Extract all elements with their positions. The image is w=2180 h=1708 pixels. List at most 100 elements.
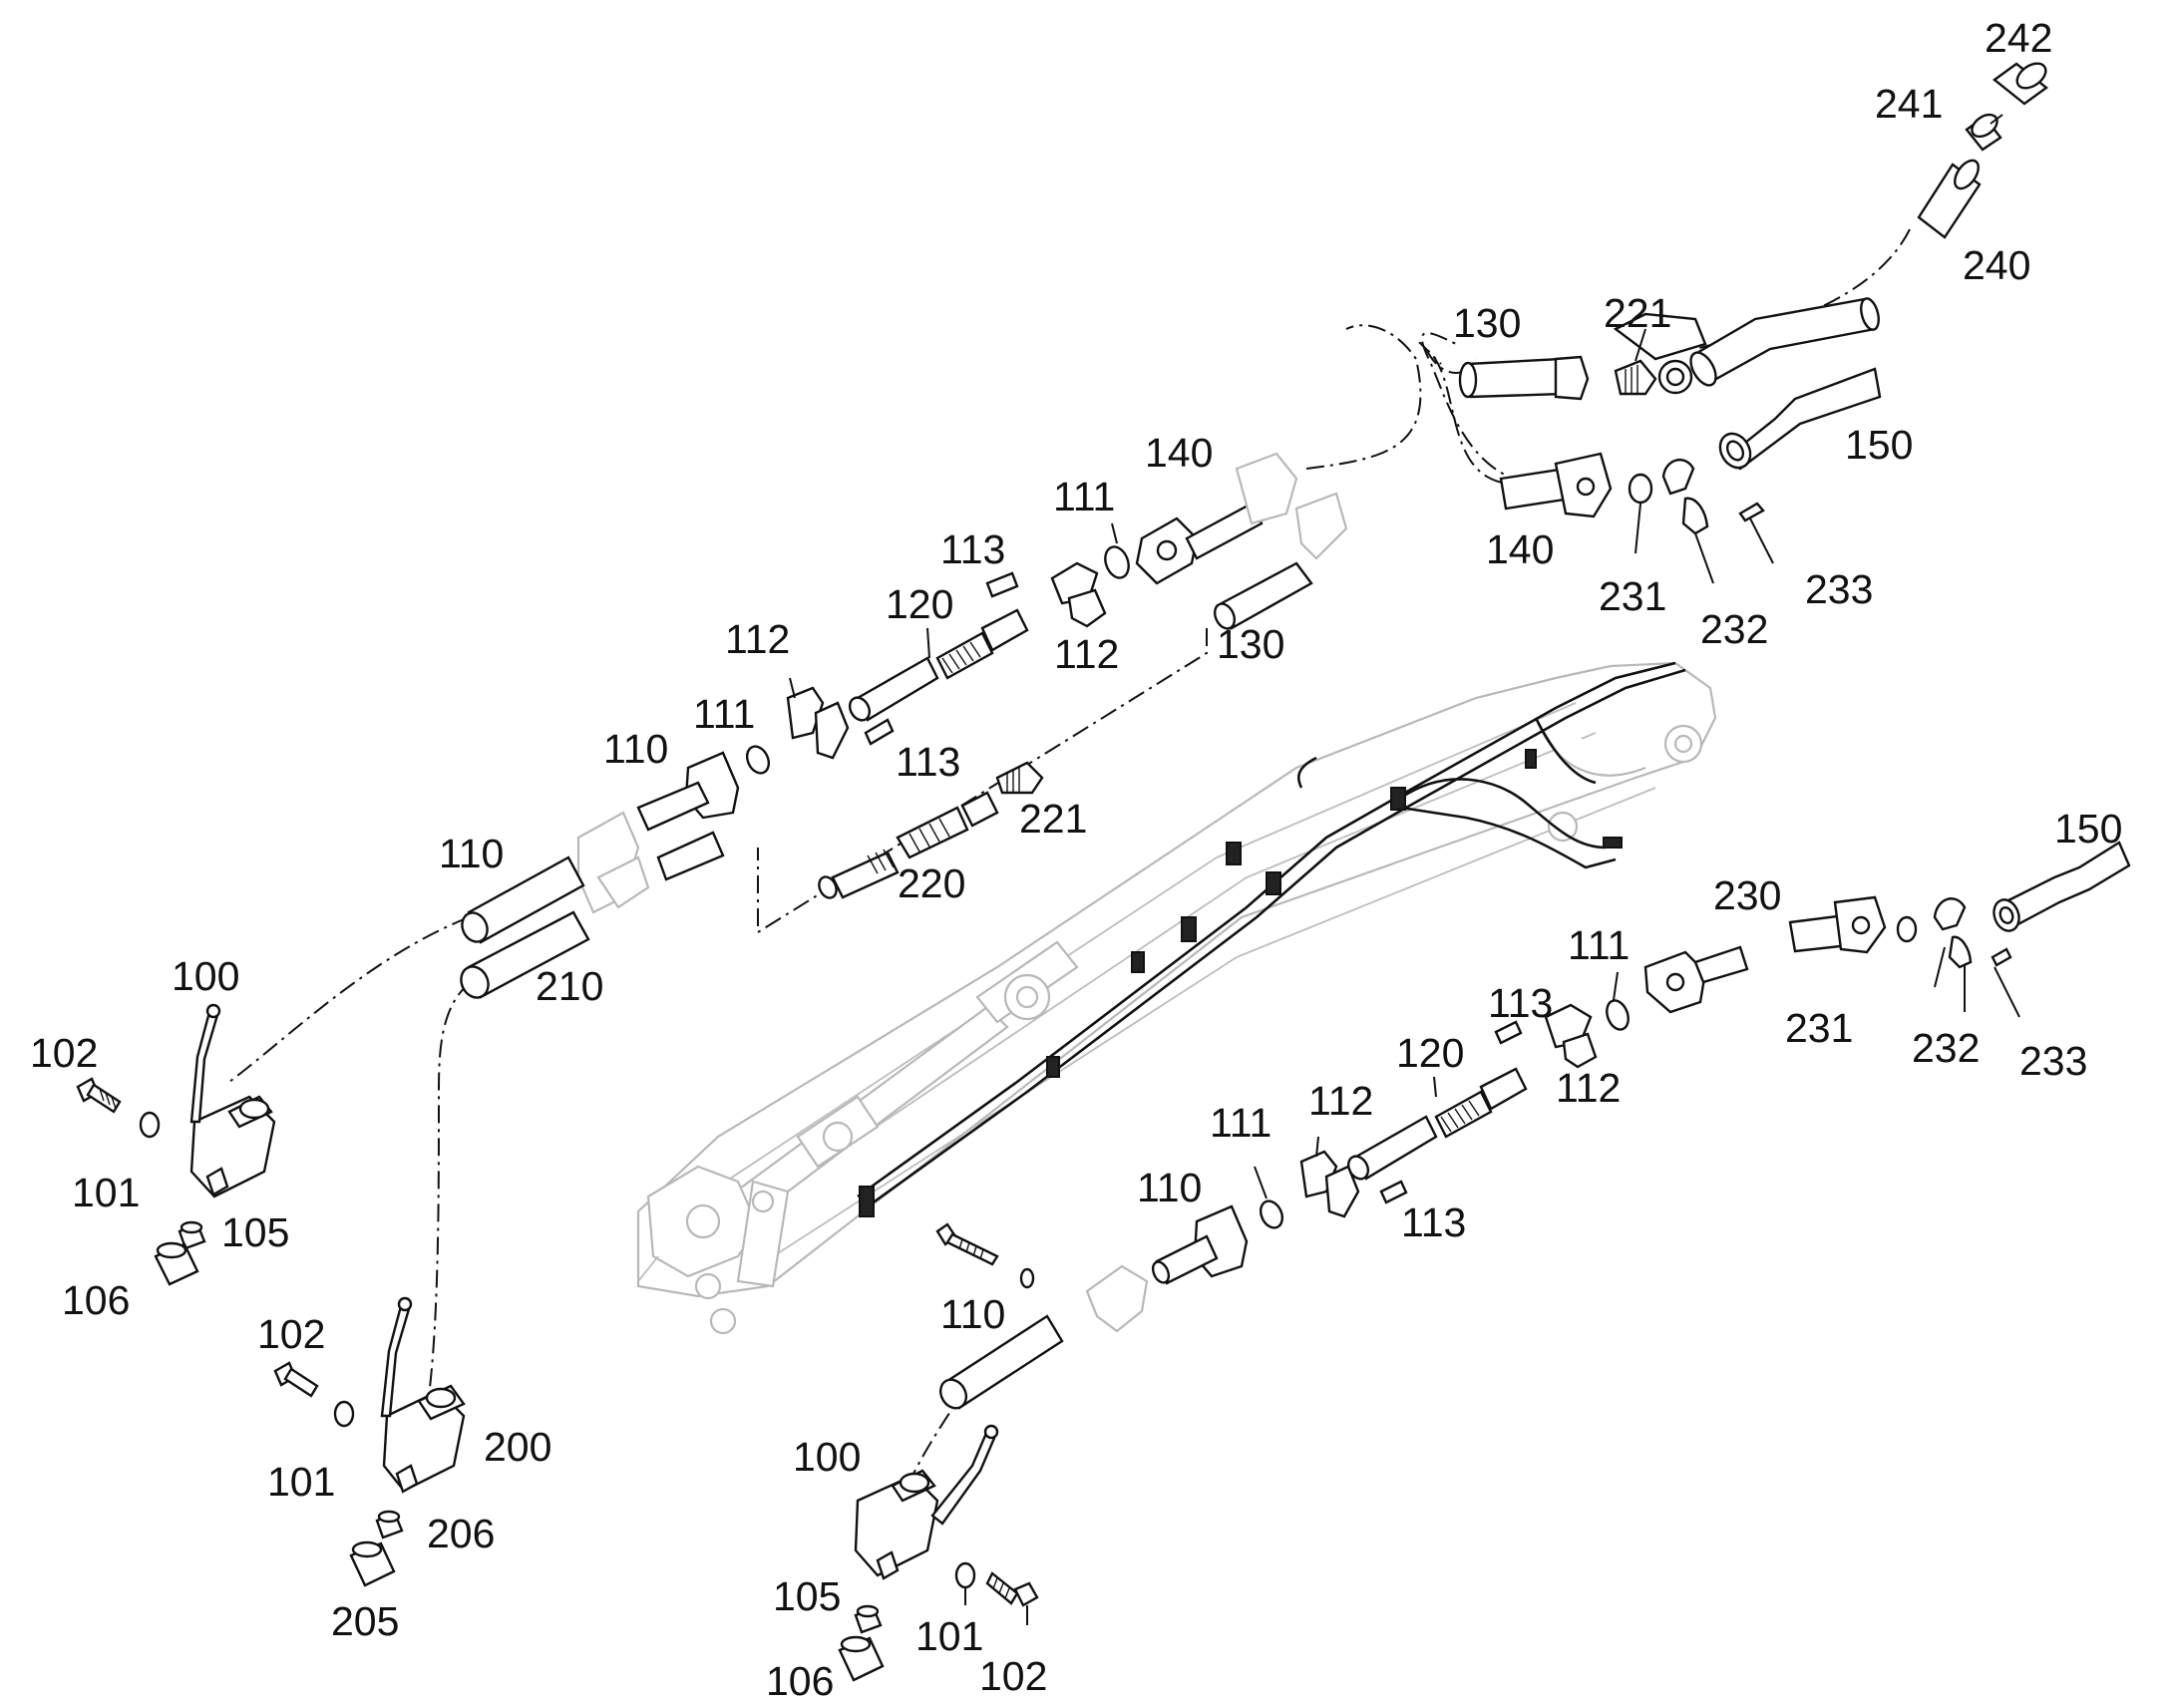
part-102-bolt-lower (985, 1571, 1039, 1607)
callout-130: 130 (1217, 621, 1284, 667)
part-111-oring-left (745, 745, 771, 775)
part-110-flange-right-lower (1151, 1204, 1249, 1285)
part-112-clamp-mid (1050, 561, 1107, 628)
callout-242: 242 (1985, 15, 2052, 61)
part-232-clamp-upper (1661, 458, 1709, 535)
part-221-adapter-mid (995, 761, 1044, 795)
part-231-oring-upper (1628, 473, 1653, 505)
part-105-plug-upper (178, 1220, 206, 1250)
callout-102: 102 (30, 1030, 98, 1076)
part-242-cap (1993, 62, 2048, 106)
boom-hydraulic-lines (857, 661, 1686, 1217)
callout-140: 140 (1145, 430, 1213, 476)
part-206-plug (375, 1510, 404, 1539)
part-110-flange-left (636, 751, 740, 881)
callout-102: 102 (257, 1311, 325, 1357)
callout-113: 113 (940, 526, 1005, 572)
callout-106: 106 (766, 1658, 834, 1704)
part-113-bolt-right-upper (1494, 1020, 1523, 1045)
callout-113: 113 (1488, 980, 1553, 1026)
part-102-bolt-mid (273, 1361, 319, 1398)
callout-112: 112 (1308, 1078, 1373, 1124)
part-106-cap-upper (154, 1241, 199, 1286)
callout-241: 241 (1875, 81, 1943, 127)
callout-110: 110 (439, 831, 504, 876)
part-220-hose-mid (818, 791, 999, 899)
callout-130: 130 (1453, 300, 1521, 346)
callout-105: 105 (221, 1209, 289, 1255)
callout-112: 112 (1054, 631, 1119, 677)
callout-150: 150 (2054, 806, 2122, 852)
part-100-valve-upper (189, 1003, 276, 1198)
part-clip-mid (1235, 452, 1348, 560)
part-120-hose-mid (848, 608, 1029, 722)
part-200-valve (380, 1296, 466, 1494)
callout-206: 206 (427, 1511, 495, 1556)
callout-210: 210 (536, 963, 603, 1009)
callout-labels: 242 241 240 130 221 150 140 111 140 231 … (30, 15, 2122, 1704)
callout-120: 120 (886, 581, 953, 627)
callout-221: 221 (1019, 796, 1087, 842)
part-101-washer-lower (954, 1561, 976, 1589)
callout-205: 205 (331, 1598, 399, 1644)
callout-140: 140 (1486, 526, 1554, 572)
callout-101: 101 (915, 1613, 983, 1659)
part-232-clamp-lower (1933, 897, 1973, 969)
part-110-flange-right (1643, 945, 1749, 1014)
callout-111: 111 (1053, 474, 1115, 519)
callout-221: 221 (1604, 290, 1671, 336)
part-112-clamp-right (1544, 1003, 1598, 1069)
part-clip-left (576, 811, 650, 914)
part-233-bolt-upper (1738, 502, 1765, 522)
part-233-bolt-lower (1991, 947, 2012, 967)
part-clip-right (1085, 1264, 1149, 1333)
callout-111: 111 (1210, 1100, 1272, 1146)
callout-230: 230 (1713, 872, 1781, 918)
callout-220: 220 (898, 860, 965, 906)
callout-112: 112 (725, 616, 790, 662)
part-230-flange-tube (1788, 895, 1887, 954)
callout-233: 233 (1805, 566, 1873, 612)
part-111-oring-mid (1104, 545, 1130, 579)
callout-240: 240 (1963, 242, 2030, 288)
callout-232: 232 (1912, 1025, 1980, 1071)
part-140-flange-mid (1135, 502, 1264, 585)
callout-110: 110 (940, 1291, 1005, 1337)
callout-120: 120 (1396, 1030, 1464, 1076)
part-130-tube-mid (1213, 561, 1313, 630)
callout-112: 112 (1556, 1065, 1621, 1111)
part-100-valve-lower (854, 1424, 999, 1580)
callout-111: 111 (693, 691, 755, 737)
part-101-washer-upper (139, 1111, 161, 1139)
part-205-cap (349, 1540, 396, 1587)
callout-100: 100 (793, 1434, 861, 1480)
part-112-clamp-right-lower (1299, 1150, 1360, 1218)
callout-200: 200 (484, 1424, 551, 1470)
part-231-oring-lower (1896, 915, 1918, 943)
part-113-bolt-left (864, 718, 895, 746)
part-140-flange-tube-upper (1499, 452, 1613, 518)
part-150-hose-upper (1613, 297, 1882, 471)
callout-231: 231 (1599, 573, 1666, 619)
callout-233: 233 (2019, 1038, 2087, 1084)
part-241-nut (1965, 113, 2002, 152)
callout-100: 100 (172, 953, 239, 999)
part-105-plug-lower (854, 1604, 883, 1634)
leader-lines (789, 114, 2020, 1625)
callout-101: 101 (72, 1170, 140, 1215)
part-110-tube-left (461, 855, 585, 944)
part-130-tube-upper (1458, 355, 1590, 401)
callout-113: 113 (1401, 1199, 1466, 1245)
callout-150: 150 (1845, 422, 1913, 468)
part-110-tube-right (938, 1314, 1064, 1410)
callout-113: 113 (896, 739, 960, 785)
part-111-oring-right-upper (1606, 999, 1630, 1031)
part-bolt-long (935, 1222, 1035, 1289)
part-102-bolt-upper (76, 1077, 122, 1114)
part-150-hose-lower (1993, 841, 2131, 932)
callout-102: 102 (979, 1653, 1047, 1699)
callout-101: 101 (267, 1459, 335, 1505)
callout-106: 106 (62, 1277, 130, 1323)
part-101-washer-mid (333, 1400, 355, 1428)
